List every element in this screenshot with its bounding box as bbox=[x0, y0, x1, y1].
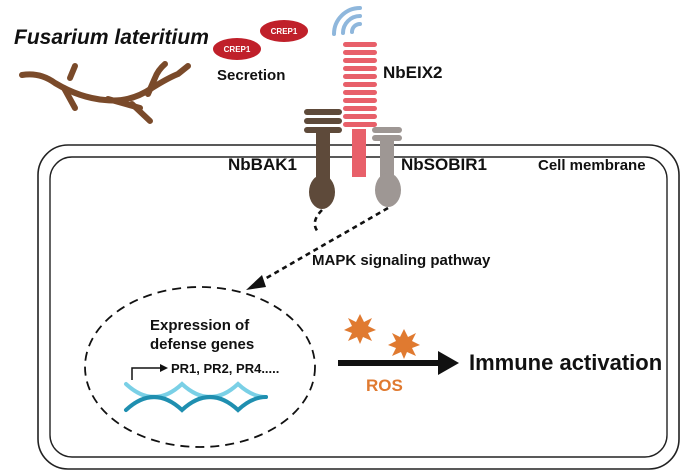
crep1-effector-1: CREP1 bbox=[213, 38, 261, 60]
crep1-effector-2: CREP1 bbox=[260, 20, 308, 42]
cell-membrane-label: Cell membrane bbox=[538, 157, 646, 174]
signal-wave-icon bbox=[332, 6, 362, 36]
eix2-receptor bbox=[343, 42, 377, 177]
signaling-arrows bbox=[255, 206, 389, 286]
transcription-arrowhead bbox=[160, 364, 168, 372]
secretion-label: Secretion bbox=[217, 67, 285, 84]
eix2-label: NbEIX2 bbox=[383, 63, 443, 82]
ros-particle-icon-2 bbox=[388, 329, 420, 359]
sobir1-receptor bbox=[372, 127, 402, 207]
svg-text:CREP1: CREP1 bbox=[271, 27, 298, 36]
sobir1-label: NbSOBIR1 bbox=[401, 155, 487, 174]
organism-name: Fusarium lateritium bbox=[14, 26, 209, 49]
bak1-receptor bbox=[304, 109, 342, 209]
immune-activation-label: Immune activation bbox=[469, 350, 662, 375]
expression-label-line1: Expression of bbox=[150, 317, 250, 334]
activation-arrow-shaft bbox=[338, 360, 438, 366]
bak1-label: NbBAK1 bbox=[228, 155, 297, 174]
fungus-hypha-icon bbox=[19, 61, 191, 124]
mapk-label: MAPK signaling pathway bbox=[312, 252, 491, 269]
ros-label: ROS bbox=[366, 376, 403, 395]
cell-membrane bbox=[37, 144, 680, 470]
svg-text:CREP1: CREP1 bbox=[224, 45, 251, 54]
nucleus bbox=[84, 286, 316, 448]
expression-label-line2: defense genes bbox=[150, 336, 254, 353]
activation-arrowhead bbox=[438, 351, 459, 375]
signaling-arrowhead bbox=[246, 275, 266, 290]
ros-particle-icon-1 bbox=[344, 314, 376, 344]
dna-helix-icon bbox=[124, 381, 268, 413]
transcription-arrow bbox=[131, 367, 162, 380]
gene-list: PR1, PR2, PR4..... bbox=[171, 361, 279, 376]
